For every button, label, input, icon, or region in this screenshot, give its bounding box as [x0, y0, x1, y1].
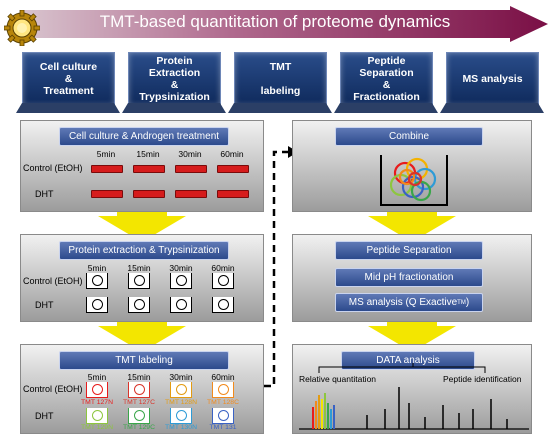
- culture-dish: [217, 165, 249, 173]
- step-cell-culture: Cell culture & Treatment: [22, 52, 115, 106]
- culture-dish: [133, 190, 165, 198]
- relative-quantitation-label: Relative quantitation: [299, 374, 377, 384]
- flow-arrow-stem: [117, 322, 167, 328]
- beaker-icon: [170, 382, 192, 398]
- beaker-icon: [86, 382, 108, 398]
- time-label: 15min: [127, 372, 151, 382]
- panel-title-cell-culture: Cell culture & Androgen treatment: [59, 127, 229, 146]
- beaker-icon: [212, 408, 234, 424]
- panel-title-data-analysis: DATA analysis: [341, 351, 475, 370]
- beaker-icon: [170, 273, 192, 289]
- ms-analysis-text: MS analysis (Q Exactive: [348, 297, 458, 308]
- combined-sample-beaker: [380, 155, 448, 206]
- time-label: 30min: [178, 149, 202, 159]
- time-label: 5min: [87, 372, 107, 382]
- tmt-tag: TMT 129C: [123, 424, 155, 431]
- step-ms-analysis: MS analysis: [446, 52, 539, 106]
- culture-dish: [175, 165, 207, 173]
- mid-ph-fractionation-label: Mid pH fractionation: [335, 268, 483, 287]
- tmt-tag: TMT 131: [209, 424, 237, 431]
- beaker-icon: [128, 382, 150, 398]
- mass-spectrum-plot: [299, 363, 529, 430]
- beaker-icon: [128, 408, 150, 424]
- beaker-icon: [170, 408, 192, 424]
- peptide-separation-label: Peptide Separation: [335, 241, 483, 260]
- panel-combine: Combine: [292, 120, 532, 212]
- tmt-tag: TMT 130N: [165, 424, 197, 431]
- culture-dish: [217, 190, 249, 198]
- culture-dish: [133, 165, 165, 173]
- time-label: 60min: [211, 263, 235, 273]
- panel-protein-extraction: Protein extraction & Trypsinization 5min…: [20, 234, 264, 322]
- beaker-icon: [86, 273, 108, 289]
- tmt-tag: TMT 128C: [207, 399, 239, 406]
- beaker-icon: [212, 273, 234, 289]
- tmt-tag: TMT 127C: [123, 399, 155, 406]
- time-label: 15min: [127, 263, 151, 273]
- beaker-icon: [212, 297, 234, 313]
- beaker-icon: [212, 382, 234, 398]
- beaker-icon: [170, 297, 192, 313]
- panel-tmt-labeling: TMT labeling 5min 15min 30min 60min Cont…: [20, 344, 264, 434]
- time-label: 60min: [220, 149, 244, 159]
- row-label-control: Control (EtOH): [23, 163, 83, 173]
- row-label-dht: DHT: [35, 189, 54, 199]
- time-label: 30min: [169, 372, 193, 382]
- ms-analysis-close: ): [465, 297, 470, 308]
- row-label-control: Control (EtOH): [23, 384, 83, 394]
- tmt-tag: TMT 129N: [81, 424, 113, 431]
- time-label: 15min: [136, 149, 160, 159]
- time-label: 30min: [169, 263, 193, 273]
- flow-arrow-stem: [387, 212, 437, 218]
- beaker-icon: [128, 273, 150, 289]
- row-label-dht: DHT: [35, 300, 54, 310]
- tmt-tag: TMT 127N: [81, 399, 113, 406]
- peptide-identification-label: Peptide identification: [443, 374, 522, 384]
- gear-icon: [4, 10, 40, 46]
- panel-title-combine: Combine: [335, 127, 483, 146]
- panel-title-tmt-labeling: TMT labeling: [59, 351, 229, 370]
- beaker-icon: [128, 297, 150, 313]
- beaker-icon: [86, 408, 108, 424]
- panel-title-protein-extraction: Protein extraction & Trypsinization: [59, 241, 229, 260]
- time-label: 5min: [87, 263, 107, 273]
- panel-separation: Peptide Separation Mid pH fractionation …: [292, 234, 532, 322]
- step-bases: [16, 103, 544, 113]
- panel-cell-culture: Cell culture & Androgen treatment 5min 1…: [20, 120, 264, 212]
- row-label-control: Control (EtOH): [23, 276, 83, 286]
- tmt-tag: TMT 128N: [165, 399, 197, 406]
- header-banner-arrow: [20, 6, 548, 42]
- time-label: 60min: [211, 372, 235, 382]
- culture-dish: [91, 165, 123, 173]
- page-title: TMT-based quantitation of proteome dynam…: [99, 12, 451, 31]
- row-label-dht: DHT: [35, 411, 54, 421]
- step-tmt-labeling: TMT labeling: [234, 52, 327, 106]
- beaker-icon: [86, 297, 108, 313]
- panel-data-analysis: DATA analysis Relative quantitation Pept…: [292, 344, 532, 434]
- time-label: 5min: [96, 149, 116, 159]
- step-peptide-separation: Peptide Separation & Fractionation: [340, 52, 433, 106]
- culture-dish: [175, 190, 207, 198]
- step-protein-extraction: Protein Extraction & Trypsinization: [128, 52, 221, 106]
- ms-analysis-trademark: TM: [457, 299, 466, 306]
- flow-arrow-stem: [117, 212, 167, 218]
- culture-dish: [91, 190, 123, 198]
- flow-arrow-stem: [387, 322, 437, 328]
